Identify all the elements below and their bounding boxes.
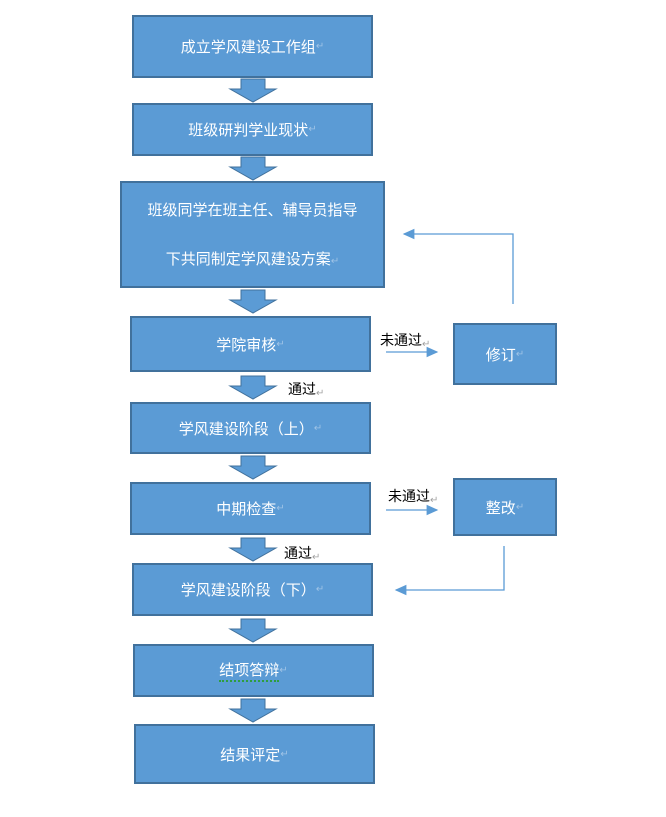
step-form-working-group: 成立学风建设工作组↵ bbox=[132, 15, 373, 78]
paragraph-mark-icon: ↵ bbox=[313, 422, 323, 434]
paragraph-mark-icon: ↵ bbox=[276, 503, 285, 514]
paragraph-mark-icon: ↵ bbox=[430, 495, 439, 506]
paragraph-mark-icon: ↵ bbox=[315, 584, 325, 595]
step-phase-two: 学风建设阶段（下）↵ bbox=[132, 563, 373, 616]
down-arrow-3 bbox=[228, 289, 278, 314]
step-label: 学风建设阶段（下） bbox=[180, 581, 316, 599]
step-label: 结项答辩 bbox=[219, 659, 280, 682]
step-final-defense: 结项答辩↵ bbox=[133, 644, 374, 697]
edge-label-not-passed-midterm: 未通过↵ bbox=[388, 489, 439, 506]
paragraph-mark-icon: ↵ bbox=[315, 41, 325, 52]
step-label-line2: 下共同制定学风建设方案↵ bbox=[165, 250, 340, 268]
step-assess-status: 班级研判学业现状↵ bbox=[132, 103, 373, 156]
arrow-revise-to-plan bbox=[402, 228, 514, 304]
down-arrow-8 bbox=[228, 698, 278, 723]
step-label: 成立学风建设工作组 bbox=[180, 38, 316, 56]
paragraph-mark-icon: ↵ bbox=[280, 748, 289, 760]
step-college-audit: 学院审核↵ bbox=[130, 316, 371, 372]
down-arrow-1 bbox=[228, 78, 278, 103]
paragraph-mark-icon: ↵ bbox=[308, 124, 317, 135]
edge-label-not-passed-audit: 未通过↵ bbox=[380, 333, 431, 350]
paragraph-mark-icon: ↵ bbox=[330, 256, 340, 267]
step-label: 结果评定 bbox=[220, 745, 281, 764]
paragraph-mark-icon: ↵ bbox=[422, 339, 431, 350]
edge-label-passed-audit: 通过↵ bbox=[288, 382, 325, 399]
step-label: 学院审核 bbox=[216, 335, 277, 354]
step-midterm-check: 中期检查↵ bbox=[130, 482, 371, 535]
step-label-line1: 班级同学在班主任、辅导员指导 bbox=[147, 201, 358, 219]
step-label: 学风建设阶段（上） bbox=[178, 419, 314, 438]
paragraph-mark-icon: ↵ bbox=[279, 665, 288, 676]
step-label: 班级研判学业现状 bbox=[188, 121, 309, 139]
side-label: 整改 bbox=[485, 498, 516, 517]
down-arrow-5 bbox=[228, 455, 278, 480]
paragraph-mark-icon: ↵ bbox=[515, 501, 525, 513]
paragraph-mark-icon: ↵ bbox=[312, 552, 321, 563]
side-label: 修订 bbox=[485, 345, 516, 364]
side-rectify: 整改↵ bbox=[453, 478, 557, 536]
step-result-evaluation: 结果评定↵ bbox=[134, 724, 375, 784]
edge-label-passed-midterm: 通过↵ bbox=[284, 546, 321, 563]
paragraph-mark-icon: ↵ bbox=[276, 338, 285, 350]
arrow-rectify-to-phase2 bbox=[394, 546, 505, 596]
side-revise: 修订↵ bbox=[453, 323, 557, 385]
down-arrow-2 bbox=[228, 156, 278, 181]
down-arrow-4 bbox=[228, 375, 278, 400]
down-arrow-6 bbox=[228, 537, 278, 562]
paragraph-mark-icon: ↵ bbox=[515, 348, 525, 360]
down-arrow-7 bbox=[228, 618, 278, 643]
step-phase-one: 学风建设阶段（上）↵ bbox=[130, 402, 371, 454]
step-draft-plan: 班级同学在班主任、辅导员指导 下共同制定学风建设方案↵ bbox=[120, 181, 385, 288]
paragraph-mark-icon: ↵ bbox=[316, 388, 325, 399]
step-label: 中期检查 bbox=[216, 500, 277, 518]
